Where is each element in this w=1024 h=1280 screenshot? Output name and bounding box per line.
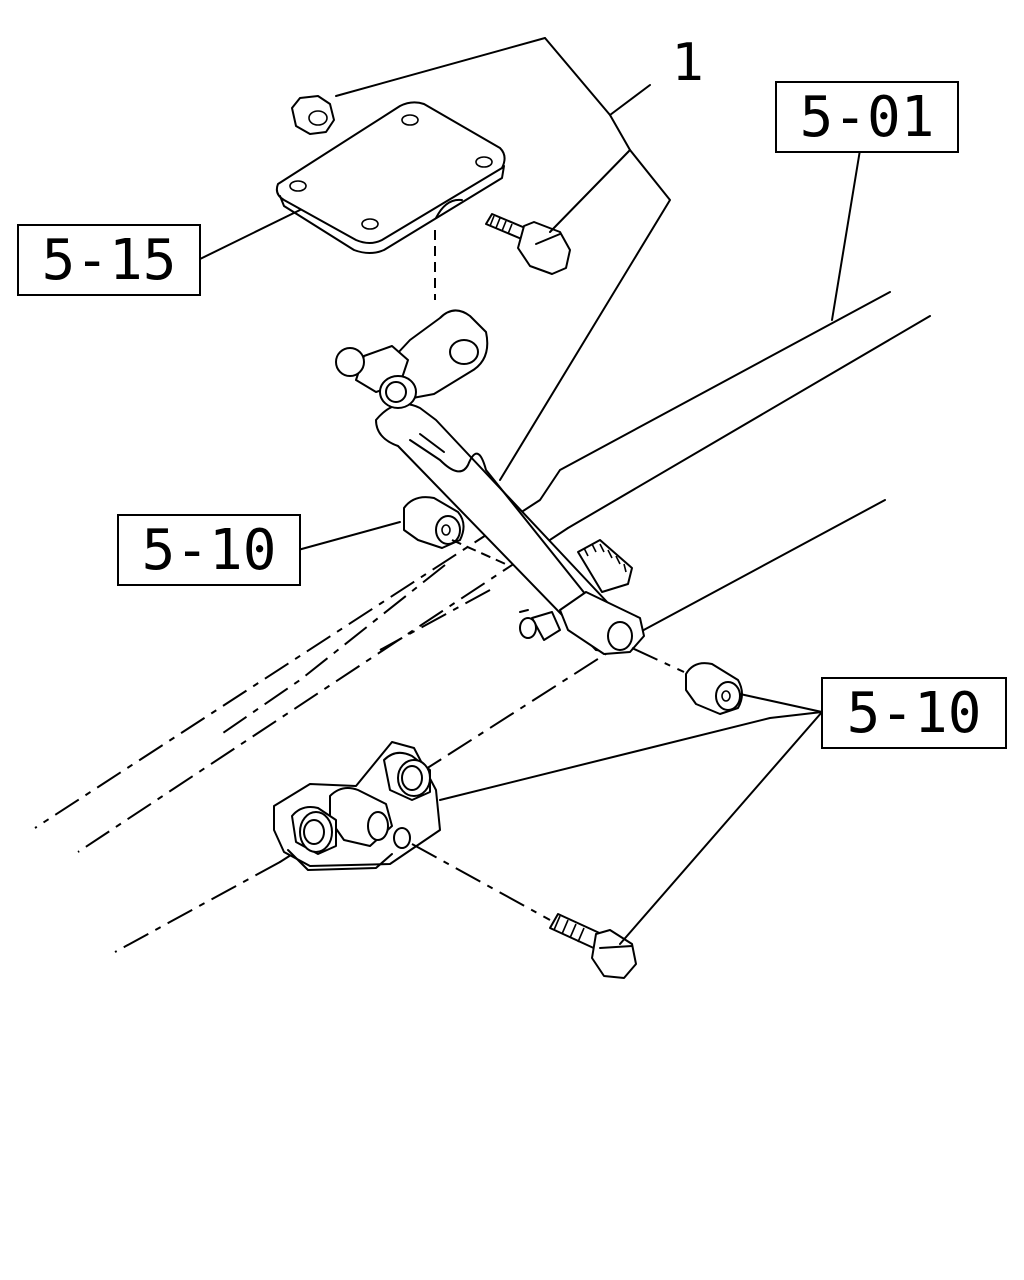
assembly-line-bolt-lower [411, 843, 551, 921]
leader-lines [197, 37, 861, 945]
mount-plate[interactable] [275, 101, 506, 254]
bushing-lower-right[interactable] [685, 662, 743, 715]
label-5-10-upper-text: 5-10 [142, 518, 277, 583]
bolt-lower[interactable] [549, 913, 637, 979]
item-number-label: 1 [672, 33, 705, 93]
label-5-15-text: 5-15 [42, 228, 177, 293]
assembly-line-bushing-lower [631, 647, 685, 673]
label-5-15: 5-15 [17, 224, 201, 296]
leveling-arm[interactable] [335, 309, 645, 655]
label-5-10-upper: 5-10 [117, 514, 301, 586]
label-5-01-text: 5-01 [800, 85, 935, 150]
nut[interactable] [291, 95, 335, 135]
label-5-10-lower: 5-10 [821, 677, 1007, 749]
bushing-upper[interactable] [403, 496, 465, 549]
bolt-upper[interactable] [485, 213, 571, 275]
leader-nut [335, 37, 546, 97]
label-5-10-lower-text: 5-10 [847, 681, 982, 746]
assembly-line-bushing-upper [451, 539, 511, 567]
lower-bracket[interactable] [273, 741, 441, 871]
frame-rails [34, 291, 931, 953]
label-5-01: 5-01 [775, 81, 959, 153]
